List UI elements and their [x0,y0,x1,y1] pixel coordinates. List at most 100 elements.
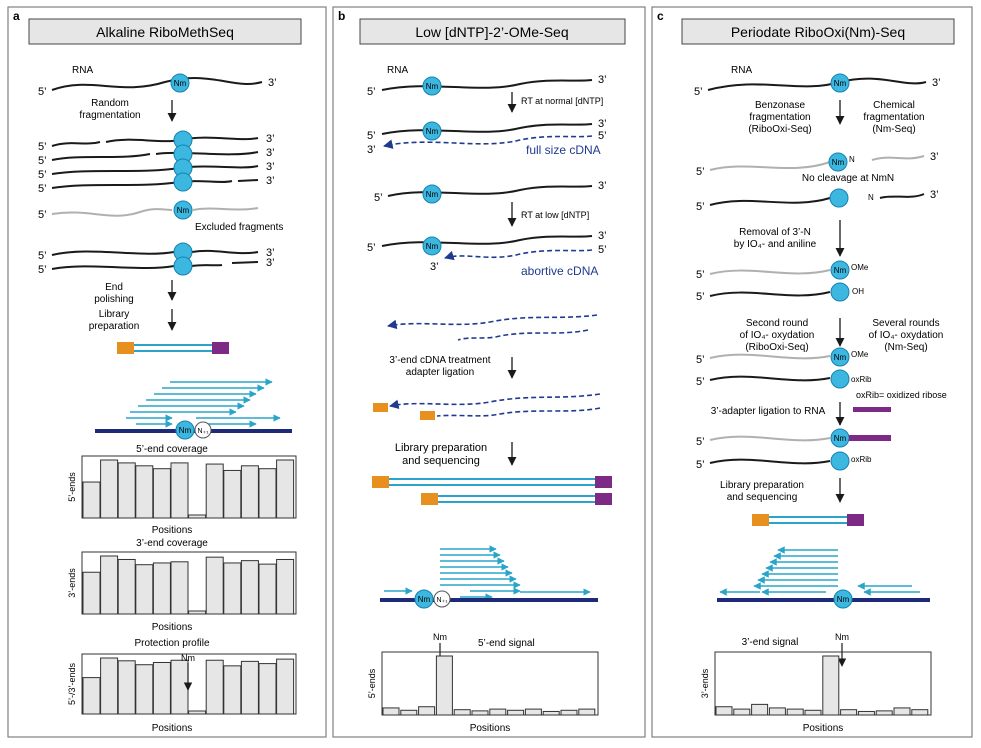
fragment-5prime: 5’ [696,291,705,303]
adapter-purple [849,435,891,441]
fragment-5prime: 5’ [696,269,705,281]
chart-bar [715,706,733,716]
reads-stack [126,378,281,428]
fragment-grey [709,269,831,275]
chart-bar [507,709,525,716]
nm-on-track: Nm [175,420,195,440]
signal-title: 5’-end signal [478,638,535,649]
signal-chart-c: 3’-ends [700,651,932,716]
prot-title: Protection profile [134,638,209,649]
fragment-black [879,193,925,199]
chart-bar [170,462,189,519]
nm-nucleotide: Nm [830,260,850,280]
cov5-positions-label: Positions [152,525,193,536]
strand-3prime: 3’ [266,257,275,269]
fragment-3prime: 3’ [930,151,939,163]
chart-bar [135,465,154,519]
chart-bar [751,703,769,716]
several-rounds-label-3: (Nm-Seq) [884,342,927,353]
prot-positions-label: Positions [152,723,193,734]
nm-nucleotide: Nm [830,428,850,448]
chart-bar [205,463,224,519]
panel-c: c Periodate RiboOxi(Nm)-Seq RNA 5’ 3’ Nm… [651,6,973,738]
fragment-group: 5’ 3’ 5’ 3’ 5’ 3’ 5’ 3’ [38,130,275,195]
second-round-label-1: Second round [746,318,808,329]
ome-label: OMe [851,350,869,359]
svg-text:Nm: Nm [832,158,845,167]
n-label: N [849,155,855,164]
signal-positions-label: Positions [470,723,511,734]
svg-text:Nm: Nm [418,595,431,604]
panel-a: a Alkaline RiboMethSeq RNA 5’ 3’ Nm Rand… [7,6,327,738]
library-label-2: and sequencing [727,492,798,503]
chart-ylabel: 5’-/3’-ends [67,662,77,705]
svg-text:Nm: Nm [426,190,439,199]
cdna-5prime: 5’ [598,244,607,256]
no-cleavage-label: No cleavage at NmN [802,173,894,184]
rna-3prime: 3’ [598,180,607,192]
fragment-5prime: 5’ [696,376,705,388]
chart-bar [893,707,911,716]
full-size-label: full size cDNA [526,143,601,157]
template-5prime: 5’ [367,242,376,254]
nm-circle [830,369,850,389]
chart-bar [578,708,596,716]
chart-bar [188,610,207,615]
prot-chart: 5’-/3’-ends [67,653,297,715]
chart-bar [733,708,751,716]
fragment-black [709,375,831,382]
fragment-black [709,197,831,206]
chart-bar [117,558,136,615]
svg-text:Nm: Nm [426,127,439,136]
library-label-2: preparation [89,321,140,332]
fragment-grey [709,161,831,171]
fragment-5prime: 5’ [696,354,705,366]
ligated-cdna [389,393,601,410]
rna-5prime: 5’ [694,86,703,98]
strand [231,261,259,264]
library-label-1: Library preparation [395,442,487,454]
strand-3prime: 3’ [266,247,275,259]
panel-c-letter: c [657,9,664,23]
fragment-grey [871,155,925,161]
template-3prime: 3’ [598,118,607,130]
random-label-2: fragmentation [79,110,140,121]
chart-bar [82,677,101,715]
panel-b-title-box [359,18,626,45]
chart-bar [560,709,578,716]
chart-bar [276,459,295,519]
excluded-nm: Nm [173,200,193,220]
nm-nucleotide: Nm [830,347,850,367]
svg-text:3’: 3’ [266,175,275,187]
cov5-title: 5’-end coverage [136,444,208,455]
svg-text:Nm: Nm [837,595,850,604]
cdna-3prime: 3’ [367,144,376,156]
rt-low-label: RT at low [dNTP] [521,210,589,220]
chart-bar [170,561,189,615]
nm-circle [829,188,849,208]
chart-bar [240,465,259,519]
svg-text:3’: 3’ [266,147,275,159]
cdna-long [387,314,598,330]
chart-bar [240,560,259,615]
rna-strand [707,77,927,91]
rna-5prime: 5’ [38,86,47,98]
chart-bar [453,709,471,716]
removal-label-1: Removal of 3’-N [739,227,811,238]
svg-text:Nm: Nm [426,82,439,91]
template-strand [381,123,593,135]
svg-text:Nm: Nm [177,206,190,215]
full-cdna [383,135,593,149]
adapter-orange [373,403,388,412]
signal-title: 3’-end signal [742,637,799,648]
chart-bar [117,660,136,715]
library-label-1: Library preparation [720,480,804,491]
chart-bar [471,710,489,716]
svg-text:Nm: Nm [834,353,847,362]
nm-nucleotide: Nm [828,152,848,172]
nm-nucleotide: Nm [422,184,442,204]
excluded-fragment [192,207,259,211]
oxrib-legend: oxRib= oxidized ribose [856,390,947,400]
chart-bar [135,664,154,715]
rna-label: RNA [72,65,93,76]
